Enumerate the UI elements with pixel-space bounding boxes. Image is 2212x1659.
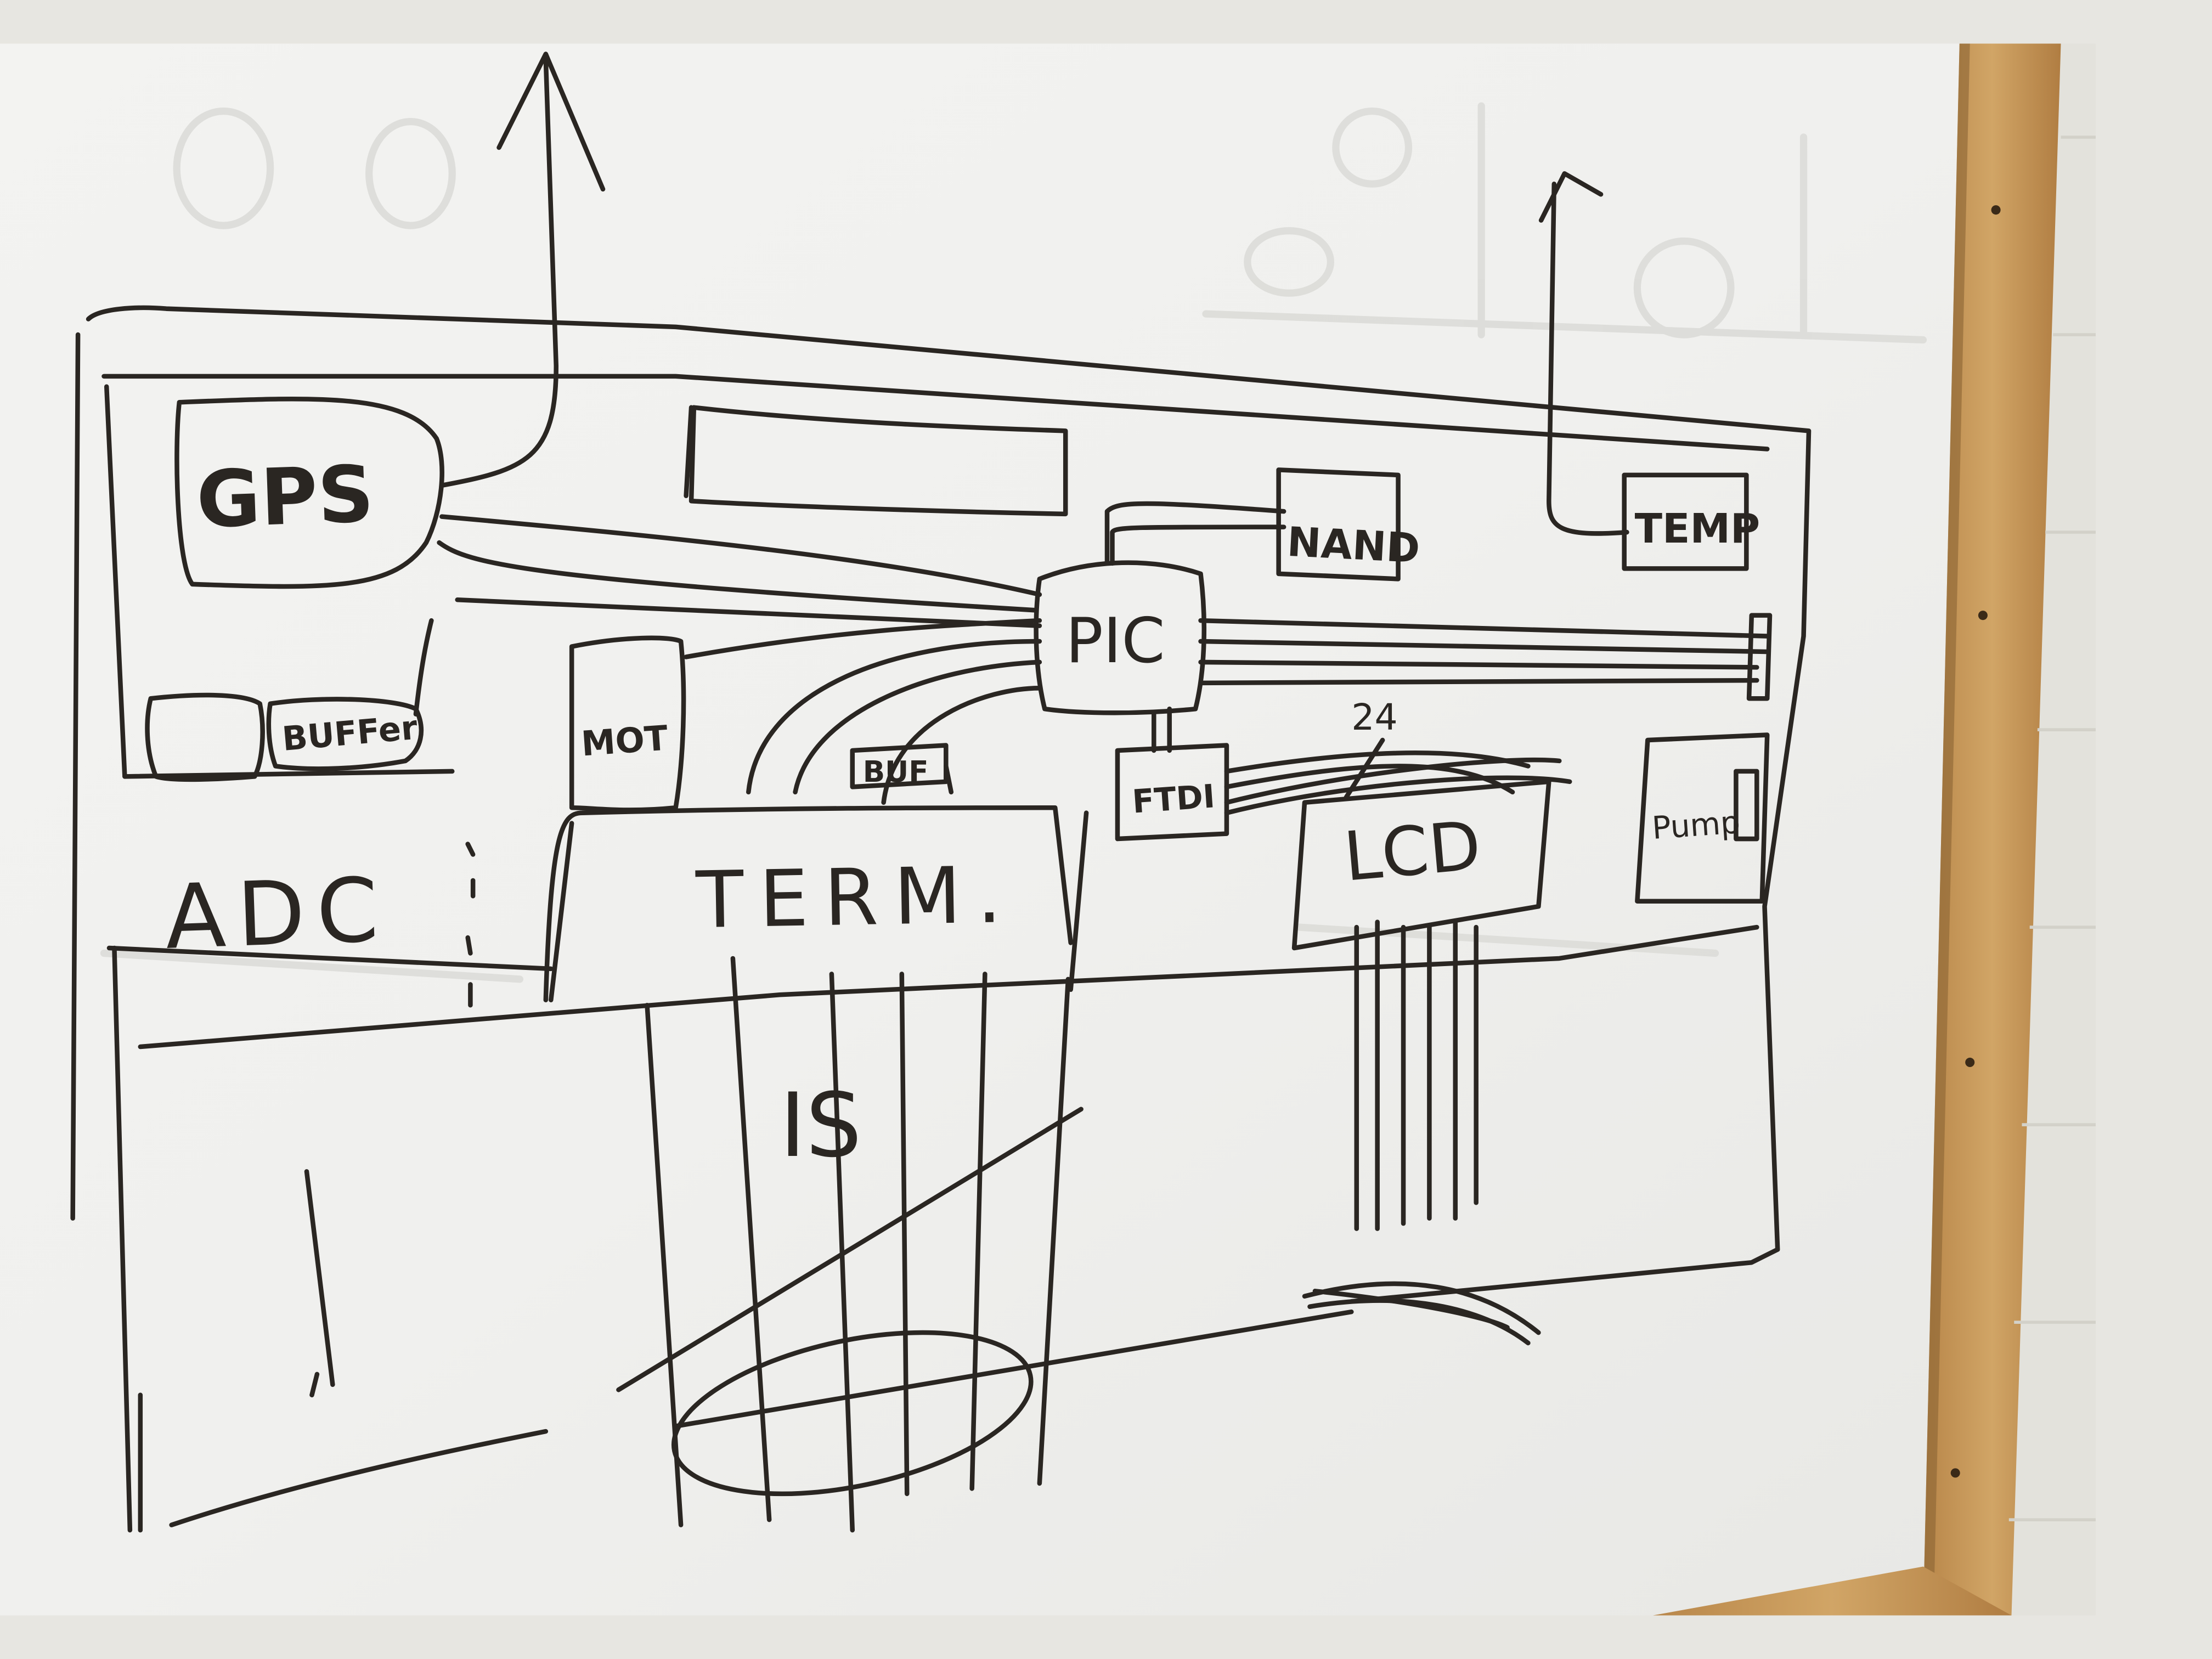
temp-box	[1622, 472, 1749, 571]
label-nand: NAND	[1286, 518, 1421, 573]
enclosure-outline	[86, 305, 1812, 1304]
gps-box	[174, 396, 444, 589]
mot-box	[569, 635, 686, 812]
is-ellipse	[671, 1330, 1034, 1497]
label-adc: ADC	[163, 859, 391, 969]
circuit-sketch: GPS NAND TEMP PIC BUFFer MOT BUF FTDI 24…	[70, 52, 1812, 1533]
nand-box	[1276, 467, 1401, 582]
left-box	[145, 692, 265, 782]
buffer-box	[266, 697, 424, 771]
ftdi-box	[1115, 743, 1229, 842]
label-buffer: BUFFer	[281, 709, 419, 759]
buf-box	[850, 743, 949, 789]
label-mot: MOT	[580, 718, 669, 764]
label-temp: TEMP	[1635, 505, 1760, 552]
label-lcd: LCD	[1341, 807, 1484, 897]
whiteboard-surface	[0, 43, 2096, 1616]
label-term: TERM.	[695, 849, 1018, 946]
label-ftdi: FTDI	[1131, 777, 1216, 820]
right-connector	[1746, 613, 1773, 701]
lcd-box	[1291, 779, 1551, 951]
label-pump: Pump	[1651, 804, 1741, 847]
label-is: IS	[780, 1074, 862, 1177]
term-box	[543, 805, 1073, 1003]
label-pic: PIC	[1065, 604, 1165, 677]
pump-box	[1635, 732, 1770, 904]
label-wire-count: 24	[1351, 696, 1397, 738]
label-gps: GPS	[195, 448, 375, 545]
pic-box	[1034, 560, 1207, 715]
long-component	[689, 405, 1068, 517]
pump-connector	[1734, 769, 1759, 842]
label-buf: BUF	[863, 755, 929, 789]
